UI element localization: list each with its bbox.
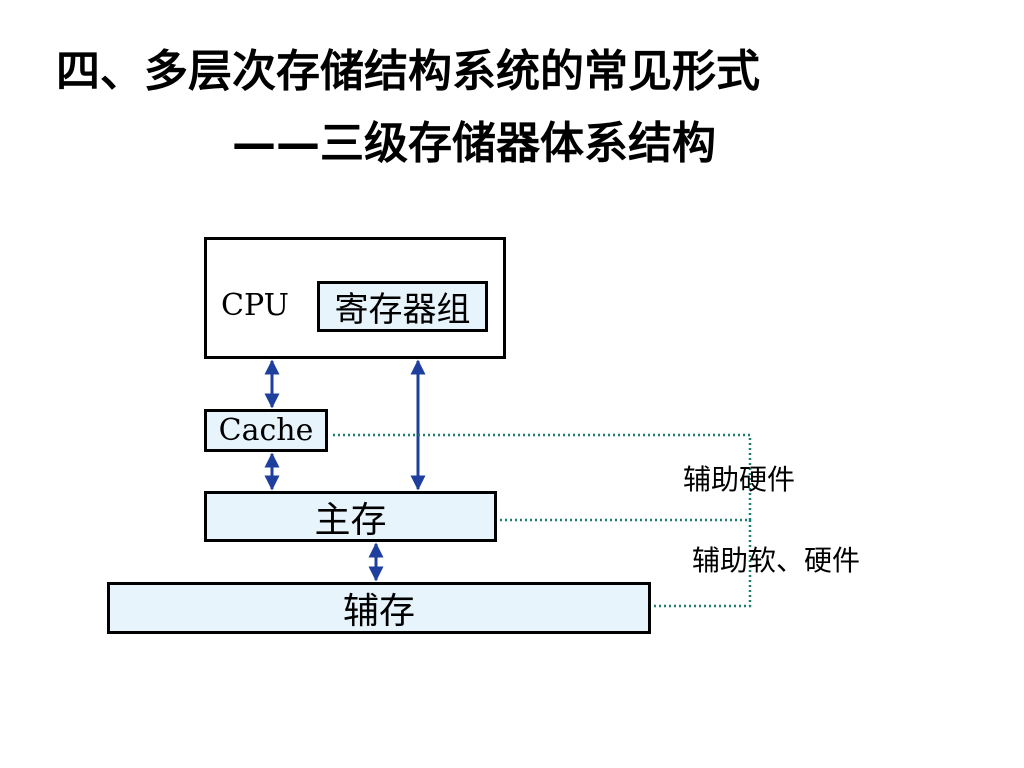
cache-box: Cache xyxy=(204,409,328,452)
main-memory-box: 主存 xyxy=(204,491,497,542)
aux-memory-box: 辅存 xyxy=(107,582,651,634)
registers-box: 寄存器组 xyxy=(317,281,488,332)
slide-subtitle: ——三级存储器体系结构 xyxy=(232,118,716,169)
cpu-label: CPU xyxy=(221,288,289,323)
aux-hardware-label: 辅助硬件 xyxy=(683,463,796,496)
slide-title: 四、多层次存储结构系统的常见形式 xyxy=(56,46,760,97)
aux-software-hardware-label: 辅助软、硬件 xyxy=(692,544,861,577)
aux-software-hardware-bracket xyxy=(653,520,752,608)
